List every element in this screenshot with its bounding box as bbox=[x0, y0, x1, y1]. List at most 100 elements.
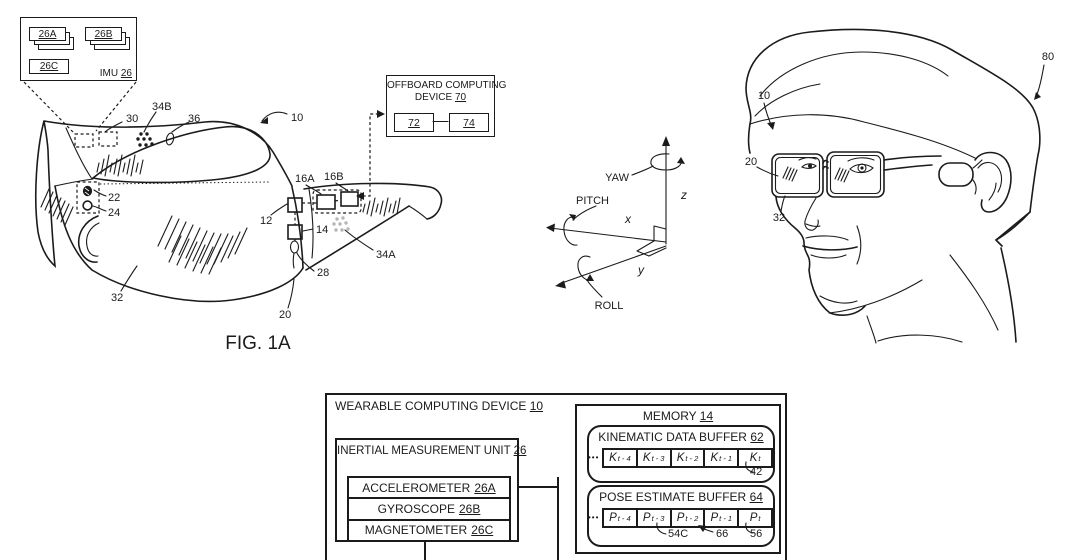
pose-buffer-title: POSE ESTIMATE BUFFER 64 bbox=[599, 490, 763, 504]
imu-detail-leaders bbox=[23, 81, 137, 133]
roll-rotation-arrow bbox=[577, 255, 592, 281]
callout-head-32: 32 bbox=[773, 212, 785, 224]
transceiver-modules bbox=[302, 189, 362, 214]
figure-caption: FIG. 1A bbox=[225, 333, 291, 354]
near-lens bbox=[826, 151, 885, 198]
callout-12: 12 bbox=[260, 215, 272, 227]
head-figure: 80 10 20 32 bbox=[745, 28, 1054, 344]
axes-diagram: YAW PITCH ROLL x y z bbox=[546, 136, 687, 312]
far-lens-hatch bbox=[782, 166, 798, 182]
y-axis bbox=[558, 245, 667, 285]
card-26a: 26A bbox=[29, 27, 66, 41]
imu-title: INERTIAL MEASUREMENT UNIT 26 bbox=[337, 445, 527, 457]
hair-outline bbox=[745, 28, 1041, 247]
z-axis-label: z bbox=[680, 188, 687, 202]
callout-30: 30 bbox=[126, 113, 138, 125]
led-indicator-icon bbox=[82, 200, 93, 211]
yaw-rotation-arrow bbox=[650, 153, 682, 171]
camera-icon bbox=[82, 185, 93, 197]
speaker-grille-34a-icon bbox=[332, 216, 350, 232]
offboard-sub-box-72: 72 bbox=[394, 113, 434, 132]
glasses-figure: 30 34B 36 10 22 24 32 12 14 28 bbox=[23, 81, 449, 354]
callout-head-20: 20 bbox=[745, 156, 757, 168]
card-26c: 26C bbox=[29, 59, 69, 74]
accelerometer-ref: 26A bbox=[38, 28, 57, 40]
lens-top-dotted-line bbox=[99, 181, 271, 185]
gyroscope-row: GYROSCOPE 26B bbox=[349, 497, 509, 518]
pitch-rotation-arrow bbox=[563, 216, 578, 246]
wearable-computing-device-box: WEARABLE COMPUTING DEVICE 10 INERTIAL ME… bbox=[325, 393, 787, 560]
kinematic-ellipsis: ••• bbox=[588, 453, 600, 462]
inertial-measurement-unit-box: INERTIAL MEASUREMENT UNIT 26 ACCELEROMET… bbox=[335, 438, 527, 542]
glasses-callouts: 30 34B 36 10 22 24 32 12 14 28 bbox=[92, 101, 396, 321]
pose-ellipsis: ••• bbox=[588, 513, 600, 522]
wearable-device-title: WEARABLE COMPUTING DEVICE 10 bbox=[335, 399, 544, 413]
yaw-label: YAW bbox=[605, 172, 629, 184]
gyroscope-ref: 26B bbox=[94, 28, 113, 40]
hatch-left-wrap bbox=[40, 188, 74, 226]
callout-28: 28 bbox=[317, 267, 329, 279]
lips bbox=[802, 235, 858, 259]
callout-20: 20 bbox=[279, 309, 291, 321]
far-lens bbox=[771, 153, 824, 198]
origin-corner-box bbox=[636, 225, 667, 257]
roll-label: ROLL bbox=[595, 300, 624, 312]
camera-module bbox=[76, 181, 100, 214]
magnetometer-row: MAGNETOMETER 26C bbox=[349, 518, 509, 540]
kinematic-buffer-title: KINEMATIC DATA BUFFER 62 bbox=[598, 430, 764, 444]
x-axis bbox=[549, 227, 667, 243]
memory-box: MEMORY 14 KINEMATIC DATA BUFFER 62 ••• K… bbox=[575, 404, 781, 554]
pitch-label: PITCH bbox=[576, 195, 609, 207]
collar-line bbox=[877, 334, 963, 343]
module-16b bbox=[340, 191, 359, 207]
callout-head-10: 10 bbox=[758, 90, 770, 102]
temple-device-puck bbox=[938, 162, 974, 187]
card-26b: 26B bbox=[85, 27, 122, 41]
offboard-connector bbox=[356, 110, 385, 200]
jawline bbox=[828, 279, 923, 314]
callout-36: 36 bbox=[188, 113, 200, 125]
sensor-box-30 bbox=[98, 131, 118, 147]
ear bbox=[972, 151, 1012, 213]
offboard-computing-device-box: OFFBOARD COMPUTING DEVICE 70 72 74 bbox=[386, 75, 507, 137]
callout-34b: 34B bbox=[152, 101, 172, 113]
callout-80: 80 bbox=[1042, 51, 1054, 63]
component-box-12 bbox=[287, 197, 303, 213]
offboard-sub-box-74: 74 bbox=[449, 113, 489, 132]
y-axis-label: y bbox=[637, 263, 645, 277]
eyes bbox=[798, 157, 875, 174]
hatch-brow bbox=[96, 154, 144, 177]
callout-14: 14 bbox=[316, 224, 328, 236]
chin-line bbox=[819, 295, 858, 304]
imu-detail-box: 26A 26B 26C IMU 26 bbox=[20, 17, 137, 81]
neck-right bbox=[1000, 247, 1017, 343]
speaker-grille-34b-icon bbox=[136, 132, 154, 147]
module-16a bbox=[316, 194, 336, 210]
hairline bbox=[749, 114, 976, 159]
near-lens-hatch bbox=[834, 167, 850, 183]
accelerometer-row: ACCELEROMETER 26A bbox=[362, 480, 496, 495]
face-profile bbox=[775, 196, 866, 316]
head-temple-arm bbox=[883, 155, 942, 171]
offboard-title: OFFBOARD COMPUTING DEVICE 70 bbox=[387, 80, 507, 103]
imu-component-stack: ACCELEROMETER 26A GYROSCOPE 26B MAGNETOM… bbox=[347, 476, 511, 542]
callout-34a: 34A bbox=[376, 249, 396, 261]
head-callouts: 80 10 20 32 bbox=[745, 51, 1054, 224]
callout-22: 22 bbox=[108, 192, 120, 204]
head-glasses bbox=[771, 151, 983, 198]
nose-piece bbox=[77, 215, 100, 263]
